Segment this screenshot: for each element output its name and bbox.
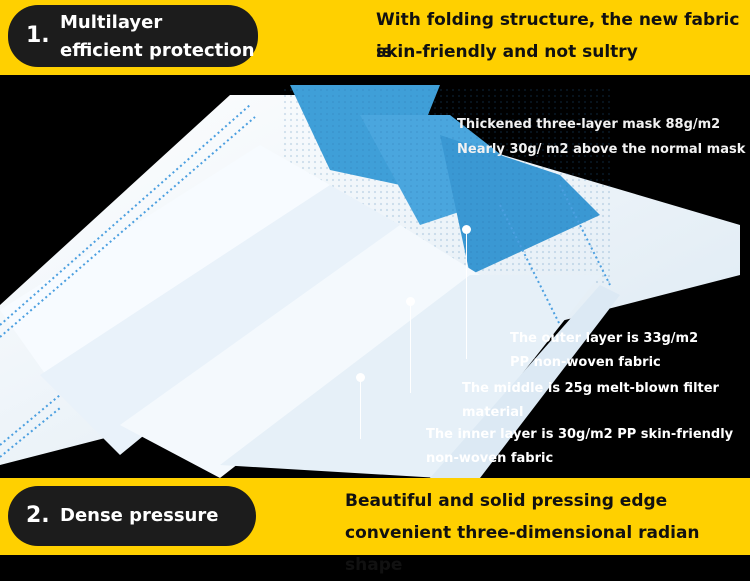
outer-layer-pointer-line [466, 233, 467, 359]
stitch-line-6 [499, 204, 561, 326]
stitch-line-1 [0, 104, 251, 326]
feature-1-pill: 1. Multilayer efficient protection [8, 5, 258, 67]
feature-2-headline-line1: Beautiful and solid pressing edge [345, 491, 668, 511]
pleat-2 [40, 185, 400, 455]
feature-1-title-line2: efficient protection [60, 40, 255, 61]
inner-layer-pointer-line [360, 381, 361, 439]
pleat-1 [0, 145, 330, 395]
outer-layer-pointer-dot [462, 225, 471, 234]
top-banner: 1. Multilayer efficient protection With … [0, 0, 750, 75]
stitch-line-3 [0, 394, 61, 446]
thickened-callout-line2: Nearly 30g/ m2 above the normal mask [457, 142, 746, 157]
middle-layer-pointer-dot [406, 297, 415, 306]
feature-1-headline-line2: skin-friendly and not sultry [376, 42, 638, 62]
pleat-3 [120, 225, 480, 478]
feature-1-number: 1. [26, 23, 50, 48]
thickened-callout-line1: Thickened three-layer mask 88g/m2 [457, 117, 721, 132]
feature-2-number: 2. [26, 503, 50, 528]
mask-layers-photo: Thickened three-layer mask 88g/m2 Nearly… [0, 75, 750, 478]
outer-layer-callout-line1: The outer layer is 33g/m2 [510, 331, 699, 346]
middle-layer-pointer-line [410, 305, 411, 393]
feature-2-title: Dense pressure [60, 505, 219, 526]
middle-layer-callout-line2: material [462, 405, 524, 420]
feature-1-title-line1: Multilayer [60, 12, 163, 33]
pleat-5 [430, 285, 620, 478]
feature-1-headline-line1: With folding structure, the new fabric i… [376, 10, 740, 62]
outer-layer-callout-line2: PP non-woven fabric [510, 355, 661, 370]
stitch-line-2 [0, 116, 256, 338]
stitch-line-5 [559, 184, 611, 286]
bottom-banner: 2. Dense pressure Beautiful and solid pr… [0, 478, 750, 575]
inner-layer-callout-line2: non-woven fabric [426, 451, 554, 466]
feature-2-pill: 2. Dense pressure [8, 486, 256, 546]
inner-layer-pointer-dot [356, 373, 365, 382]
middle-layer-callout-line1: The middle is 25g melt-blown filter [462, 381, 719, 396]
feature-2-headline-line2: convenient three-dimensional radian shap… [345, 523, 700, 575]
inner-layer-callout-line1: The inner layer is 30g/m2 PP skin-friend… [426, 427, 734, 442]
